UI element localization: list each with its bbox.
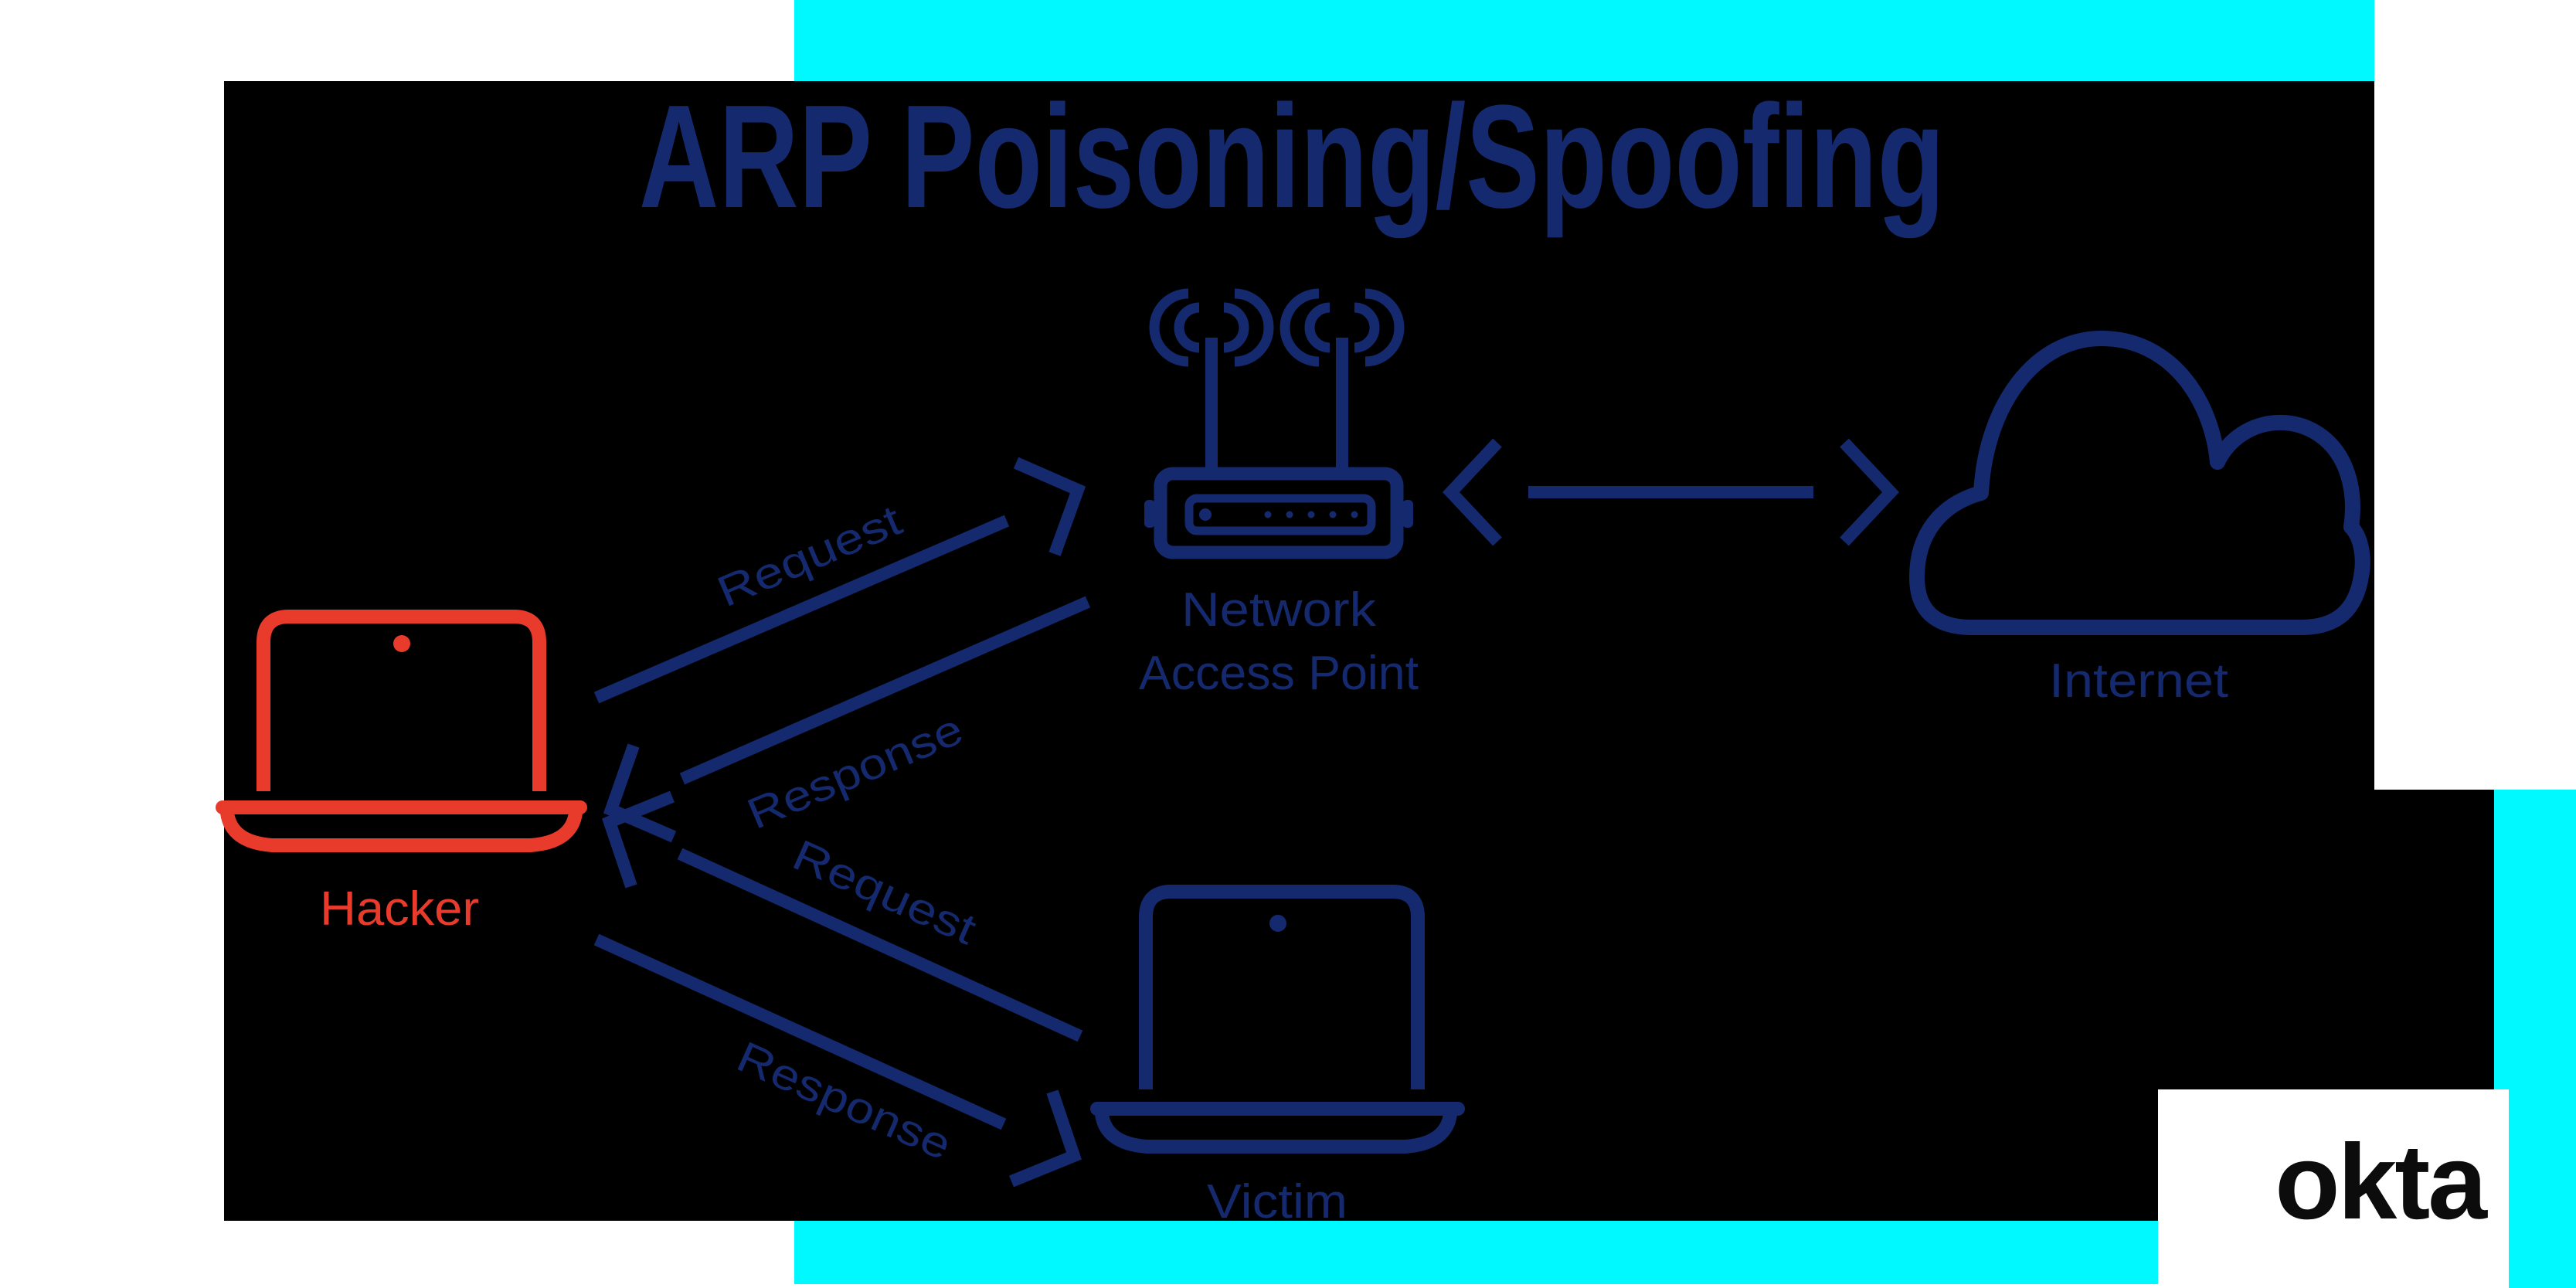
access-point-label-line1: Network (1181, 583, 1377, 637)
webcam-dot (1269, 915, 1286, 932)
arrow-hacker-to-victim (593, 933, 1082, 1188)
top-accent-bar (794, 0, 2374, 81)
wifi-arc (1354, 302, 1380, 353)
laptop-screen (257, 610, 546, 791)
hacker-label: Hacker (320, 882, 479, 936)
wifi-arc (1280, 288, 1320, 367)
webcam-dot (393, 635, 410, 652)
arrow-access-point-to-hacker (603, 596, 1091, 843)
victim-label: Victim (1207, 1175, 1347, 1229)
victim-laptop-icon (1090, 885, 1465, 1154)
router-slot (1184, 494, 1376, 535)
cloud-icon (1909, 331, 2370, 635)
antenna-mast (1336, 338, 1348, 471)
arrow-shaft (593, 515, 1010, 704)
router-body (1154, 467, 1404, 559)
arrow-hacker-to-access-point (593, 457, 1086, 704)
okta-logo: okta (2275, 1123, 2488, 1242)
diagram-title: ARP Poisoning/Spoofing (639, 75, 1945, 239)
router-dot (1329, 511, 1337, 518)
logo-box (2158, 1089, 2509, 1288)
arrow-shaft (679, 596, 1091, 785)
arrowhead (1013, 457, 1086, 556)
router-dot (1307, 511, 1315, 518)
arrowhead-right (1840, 438, 1899, 546)
internet-label: Internet (2049, 654, 2228, 708)
wifi-arc (1223, 302, 1249, 353)
wifi-arc (1174, 302, 1200, 353)
arrow-access-point-internet (1443, 438, 1899, 546)
router-dot (1286, 511, 1293, 518)
wifi-arc (1304, 302, 1330, 353)
arrowhead (603, 743, 677, 843)
wifi-arc (1234, 288, 1274, 367)
diagram-panel (224, 81, 2374, 1221)
wifi-arc (1149, 288, 1189, 367)
router-left-tab (1144, 500, 1155, 528)
router-led (1199, 508, 1212, 521)
arrowhead (1008, 1089, 1082, 1188)
router-right-tab (1402, 500, 1413, 528)
cloud-outline (1909, 331, 2370, 635)
request-label-lower: Request (786, 830, 984, 953)
arrow-shaft (677, 848, 1083, 1042)
laptop-base-bottom (220, 806, 583, 852)
wifi-router-icon (1144, 288, 1413, 559)
arrowhead-left (1443, 438, 1502, 546)
laptop-base-bottom (1095, 1107, 1457, 1154)
arrowhead (602, 790, 675, 889)
antenna-mast (1205, 338, 1218, 471)
arrow-shaft (593, 933, 1007, 1130)
request-label-upper: Request (710, 495, 909, 617)
laptop-screen (1139, 885, 1425, 1089)
router-dot (1351, 511, 1358, 518)
hacker-laptop-icon (216, 610, 587, 852)
router-dot (1264, 511, 1272, 518)
arrow-victim-to-hacker (602, 790, 1083, 1042)
response-label-upper: Response (740, 704, 970, 838)
access-point-label-line2: Access Point (1139, 647, 1419, 700)
wifi-arc (1364, 288, 1405, 367)
